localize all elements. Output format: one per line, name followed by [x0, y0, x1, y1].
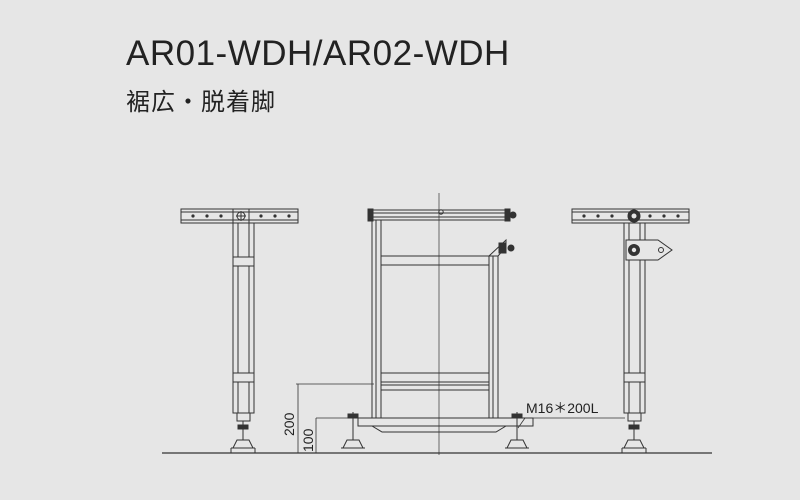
- dim-200-label: 200: [281, 412, 297, 436]
- product-subtitle: 裾広・脱着脚: [126, 88, 276, 116]
- left-leg-post: [232, 222, 255, 414]
- center-base-plate: [357, 417, 534, 427]
- model-title: AR01-WDH/AR02-WDH: [126, 34, 510, 73]
- dim-100-label: 100: [300, 428, 316, 452]
- left-rail-holes: [191, 214, 291, 218]
- bolt-spec-label: M16＊200L: [526, 400, 599, 416]
- height-dimension-lines: [296, 383, 374, 453]
- right-view: [571, 208, 690, 453]
- center-side-view: [296, 193, 625, 455]
- right-side-clamp: [625, 239, 673, 261]
- right-rail-holes: [582, 214, 680, 218]
- left-front-view: [180, 208, 299, 453]
